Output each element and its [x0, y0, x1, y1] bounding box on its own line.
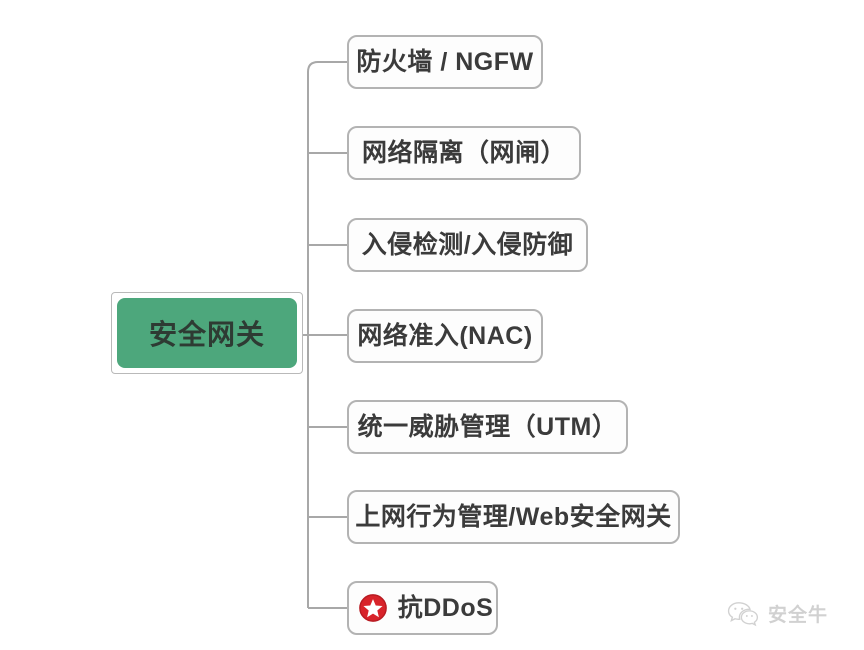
branch-node-label: 网络准入(NAC): [357, 321, 533, 350]
branch-node-label: 统一威胁管理（UTM）: [357, 412, 618, 441]
root-node-inner: 安全网关: [117, 298, 297, 368]
wechat-icon: [727, 602, 759, 627]
branch-node-nac[interactable]: 网络准入(NAC): [347, 309, 543, 363]
branch-node-label: 防火墙 / NGFW: [356, 47, 534, 76]
branch-node-firewall-ngfw[interactable]: 防火墙 / NGFW: [347, 35, 543, 89]
branch-node-anti-ddos[interactable]: 抗DDoS: [347, 581, 498, 635]
root-node-label: 安全网关: [148, 319, 265, 350]
root-node-security-gateway[interactable]: 安全网关: [111, 292, 303, 374]
connector-branch-1: [307, 61, 347, 73]
branch-node-ids-ips[interactable]: 入侵检测/入侵防御: [347, 218, 588, 272]
watermark-text: 安全牛: [768, 604, 829, 626]
branch-node-utm[interactable]: 统一威胁管理（UTM）: [347, 400, 628, 454]
branch-node-label: 入侵检测/入侵防御: [361, 230, 574, 259]
watermark: 安全牛: [726, 596, 856, 630]
branch-node-label: 抗DDoS: [397, 593, 494, 622]
branch-node-label: 网络隔离（网闸）: [361, 138, 566, 167]
branch-node-web-security-gateway[interactable]: 上网行为管理/Web安全网关: [347, 490, 680, 544]
branch-node-label: 上网行为管理/Web安全网关: [355, 502, 672, 531]
branch-node-network-isolation[interactable]: 网络隔离（网闸）: [347, 126, 581, 180]
red-star-icon: [358, 594, 387, 622]
